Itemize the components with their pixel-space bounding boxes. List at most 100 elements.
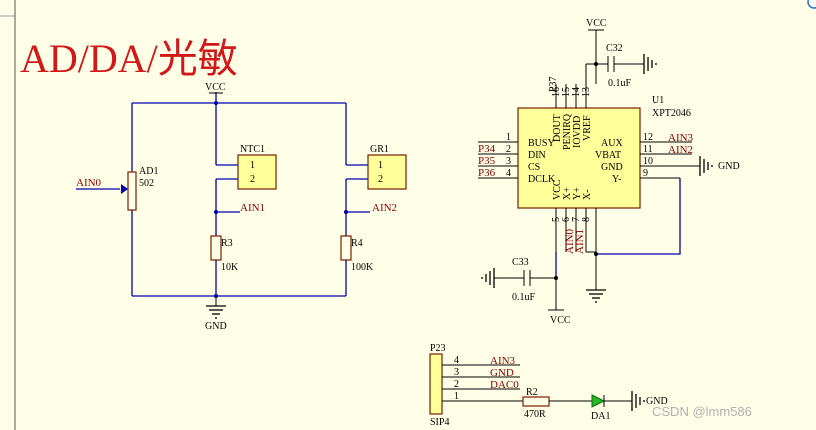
- r2-ref: R2: [526, 387, 538, 398]
- yminus-route-wire: [596, 178, 681, 255]
- xpt2046-section: VCC C32 0.1uF U1 XPT2046 16 P37 15 14 1: [478, 18, 740, 326]
- p23-pin1-num: 1: [454, 391, 459, 402]
- u1-pin-dout: DOUT: [552, 114, 563, 142]
- u1-pin-aux: AUX: [601, 138, 623, 149]
- analog-input-section: VCC AIN0 AD1 502 AIN1 NTC1 1 2 R3: [76, 82, 407, 332]
- u1-pin-cs: CS: [528, 162, 540, 173]
- net-label-p35: P35: [478, 155, 496, 167]
- u1-pin1-num: 1: [506, 132, 511, 143]
- net-label-ain1: AIN1: [240, 202, 265, 214]
- p23-pin2-num: 2: [454, 379, 459, 390]
- c33-value: 0.1uF: [512, 292, 536, 303]
- u1-ref: U1: [652, 95, 664, 106]
- u1-pin7-num: 7: [571, 217, 582, 222]
- junction-dot: [594, 62, 598, 66]
- u1-pin-gnd: GND: [601, 162, 623, 173]
- u1-pin12-num: 12: [643, 132, 653, 143]
- net-label-dac0-p23: DAC0: [490, 379, 519, 391]
- ground-icon: [586, 289, 606, 303]
- vcc-u1-bottom-label: VCC: [550, 315, 571, 326]
- u1-pin15-num: 15: [561, 87, 572, 97]
- p23-footprint: SIP4: [430, 417, 449, 428]
- ad1-pot-body: [127, 171, 137, 211]
- p23-connector-body: [429, 353, 443, 415]
- c32-value: 0.1uF: [608, 78, 632, 89]
- u1-pin-iovdd: IOVDD: [572, 116, 583, 148]
- ntc1-pin2: 2: [250, 174, 255, 185]
- net-label-ain0: AIN0: [76, 177, 102, 189]
- p23-pin4-num: 4: [454, 355, 459, 366]
- net-label-p36: P36: [478, 167, 496, 179]
- net-label-ain3-p23: AIN3: [490, 355, 516, 367]
- gnd-left-label: GND: [205, 321, 227, 332]
- ad1-value: 502: [139, 178, 154, 189]
- ground-icon: [643, 54, 657, 74]
- junction-dot: [594, 252, 598, 256]
- gr1-pin2: 2: [378, 174, 383, 185]
- gr1-body: [367, 154, 407, 190]
- u1-pin-vcc: VCC: [552, 179, 563, 200]
- p23-ref: P23: [430, 343, 446, 354]
- p23-pin3-num: 3: [454, 367, 459, 378]
- u1-pin-dclk: DCLK: [528, 174, 556, 185]
- u1-pin2-num: 2: [506, 144, 511, 155]
- u1-p37-label: P37: [548, 76, 559, 92]
- r4-ref: R4: [351, 238, 363, 249]
- u1-chip-body: [517, 107, 641, 209]
- u1-pin5-num: 5: [551, 217, 562, 222]
- pot-wiper-arrow-icon: [121, 184, 128, 194]
- u1-pin-penirq: PENIRQ: [562, 113, 573, 150]
- watermark: CSDN @lmm586: [652, 404, 752, 419]
- r4-value: 100K: [351, 262, 374, 273]
- net-label-ain1-u1: AIN1: [574, 229, 586, 254]
- vcc-u1-top-label: VCC: [586, 18, 607, 29]
- u1-pin8-num: 8: [581, 217, 592, 222]
- ground-icon: [699, 156, 713, 176]
- u1-pin10-num: 10: [643, 156, 653, 167]
- ad1-ref: AD1: [139, 166, 158, 177]
- net-label-p34: P34: [478, 143, 496, 155]
- gr1-pin1: 1: [378, 160, 383, 171]
- ground-icon: [481, 268, 495, 288]
- r2-body: [522, 396, 550, 407]
- ntc1-pin1: 1: [250, 160, 255, 171]
- u1-pin-vref: VREF: [582, 115, 593, 141]
- page-title: AD/DA/光敏: [20, 36, 238, 81]
- u1-pin-vbat: VBAT: [595, 150, 621, 161]
- u1-value: XPT2046: [652, 108, 691, 119]
- u1-pin9-num: 9: [643, 168, 648, 179]
- u1-pin-yplus: Y+: [572, 187, 583, 200]
- u1-pin-xminus: X-: [582, 189, 593, 200]
- net-label-gnd-p23: GND: [490, 367, 514, 379]
- ground-icon: [631, 391, 645, 411]
- junction-dot: [554, 276, 558, 280]
- ntc1-body: [237, 154, 277, 190]
- gnd-u1-right-label: GND: [718, 161, 740, 172]
- u1-pin11-num: 11: [643, 144, 653, 155]
- da1-ref: DA1: [591, 411, 610, 422]
- ground-icon: [206, 305, 226, 319]
- r3-value: 10K: [221, 262, 239, 273]
- c33-ref: C33: [512, 257, 529, 268]
- r3-ref: R3: [221, 238, 233, 249]
- c32-ref: C32: [606, 43, 623, 54]
- r3-body: [210, 235, 222, 261]
- net-label-ain2-u1: AIN2: [668, 144, 693, 156]
- u1-pin6-num: 6: [561, 217, 572, 222]
- u1-pin16-num: 16: [551, 87, 562, 97]
- r4-body: [340, 235, 352, 261]
- u1-pin4-num: 4: [506, 168, 511, 179]
- u1-pin3-num: 3: [506, 156, 511, 167]
- u1-pin-yminus: Y-: [612, 174, 621, 185]
- gr1-ref: GR1: [370, 144, 389, 155]
- u1-pin13-num: 13: [581, 87, 592, 97]
- r2-value: 470R: [524, 409, 546, 420]
- net-label-ain3-u1: AIN3: [668, 132, 694, 144]
- led-diode-icon: [591, 394, 606, 408]
- u1-pin14-num: 14: [571, 87, 582, 97]
- ntc1-ref: NTC1: [240, 144, 265, 155]
- net-label-ain2: AIN2: [372, 202, 397, 214]
- gnd-led-label: GND: [646, 396, 668, 407]
- corner-handle-icon[interactable]: [807, 0, 816, 9]
